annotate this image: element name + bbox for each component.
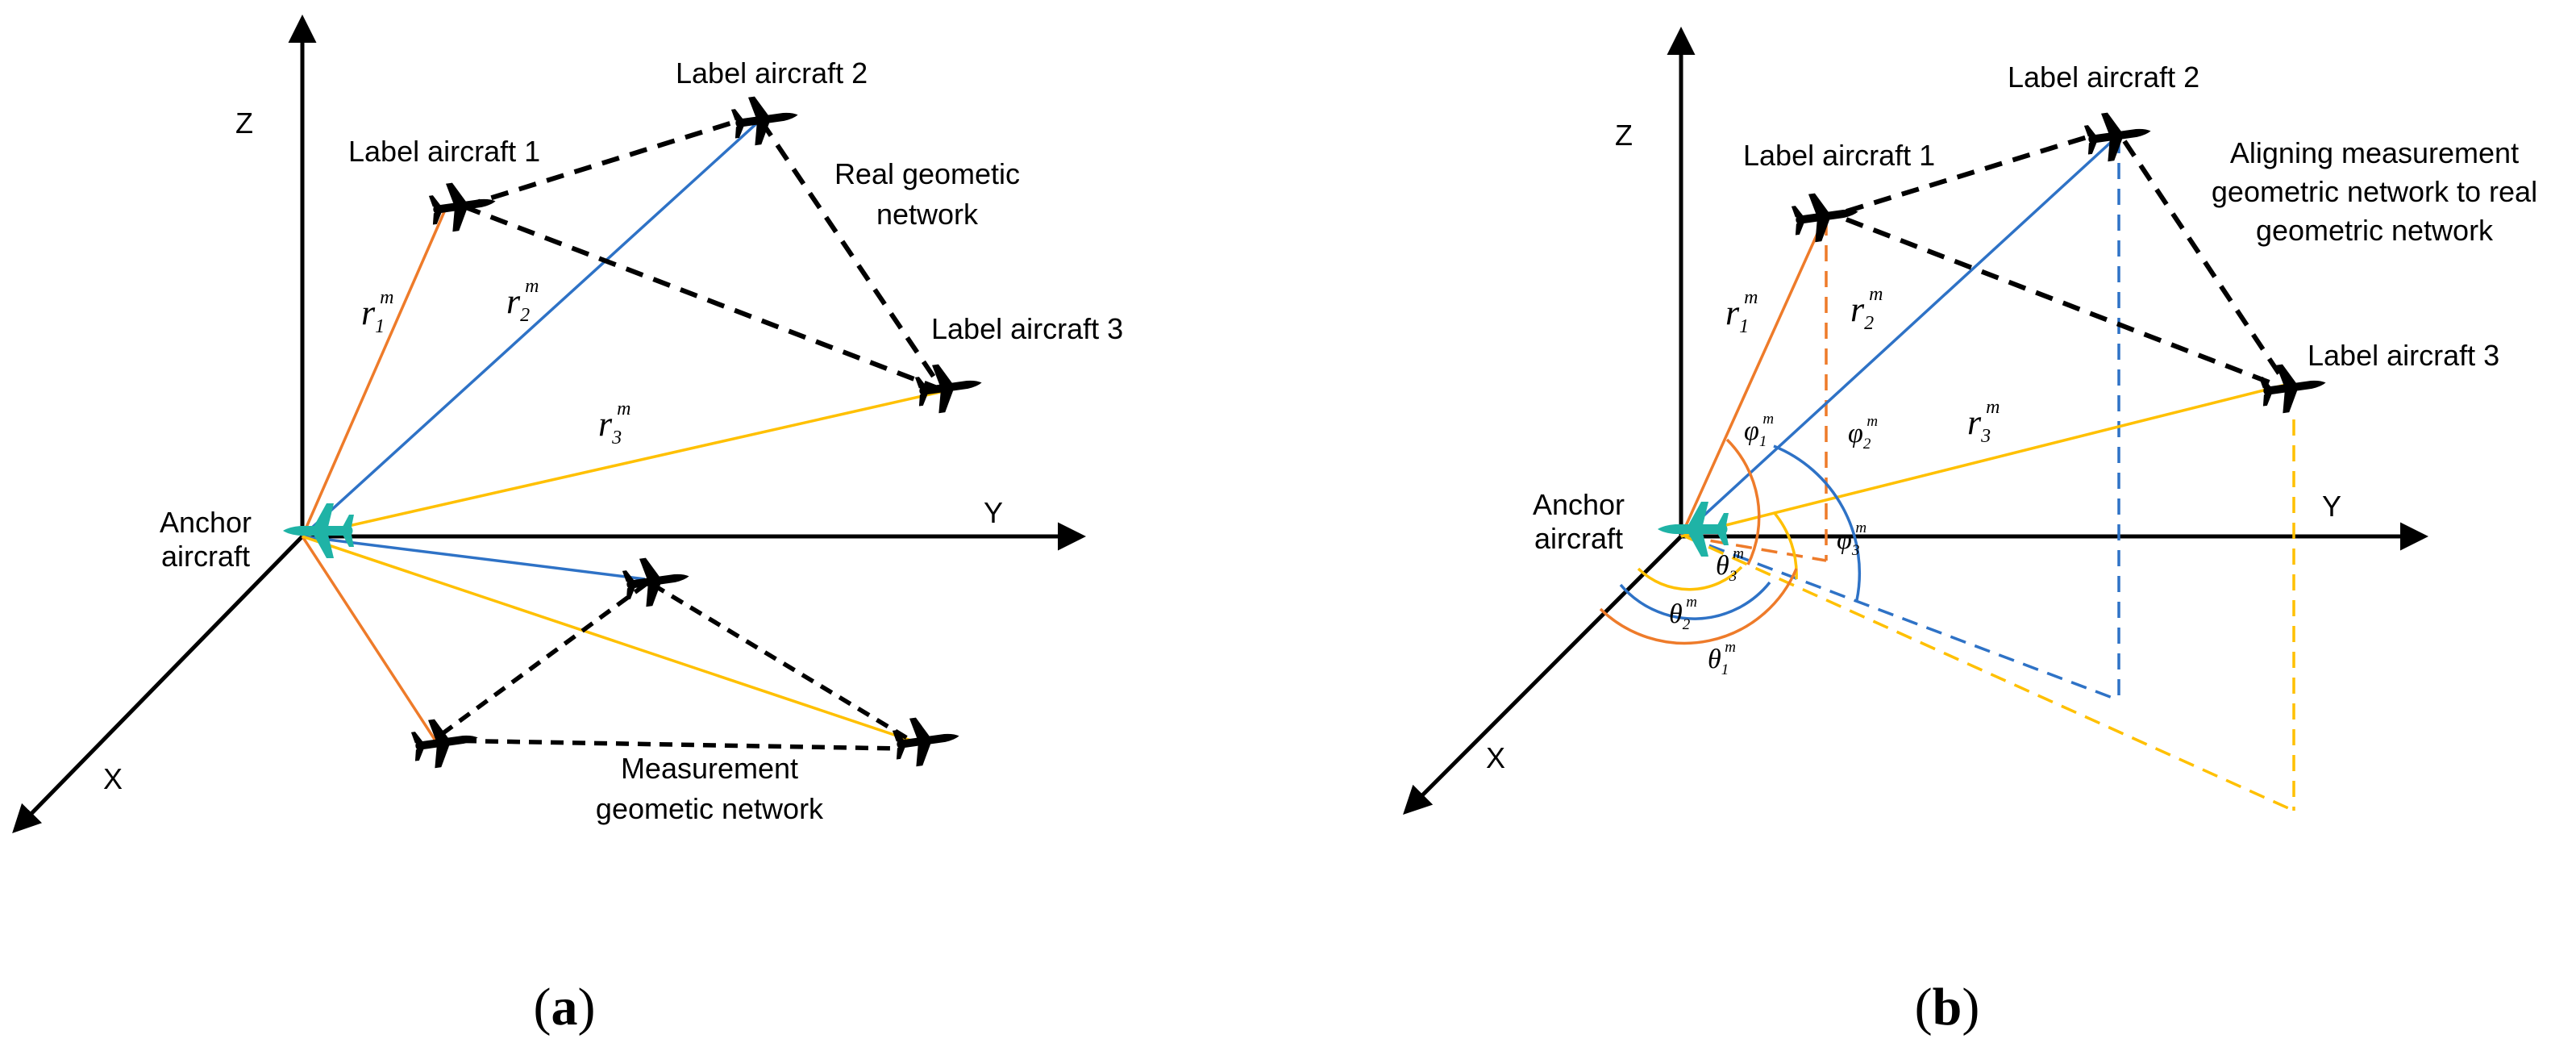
phi3-arc (1772, 511, 1798, 580)
x-axis-label: X (103, 762, 123, 795)
real-network-label: Real geometic (834, 157, 1020, 190)
measurement-network-label-2: geometic network (596, 792, 824, 825)
r3-symbol: r3m (598, 398, 630, 448)
r3-symbol-b: r3m (1967, 397, 2000, 447)
x-axis-label-b: X (1486, 741, 1505, 774)
label-aircraft-1-label-b: Label aircraft 1 (1743, 139, 1935, 172)
theta3-arc (1637, 565, 1743, 591)
theta2-arc (1619, 581, 1771, 620)
anchor-aircraft-label: Anchor (160, 506, 252, 539)
r1-symbol-b: r1m (1725, 287, 1758, 337)
measurement-network-label: Measurement (621, 752, 798, 785)
panel-b-caption: (b) (1915, 978, 1980, 1037)
align-network-label-2: geometric network to real (2212, 175, 2537, 208)
real-edge-2-3-b (2122, 140, 2284, 379)
range-line-r3-b (1680, 383, 2287, 538)
meas-line-3 (302, 535, 912, 742)
label-aircraft-2-label-b: Label aircraft 2 (2008, 60, 2199, 94)
anchor-aircraft-label-b-2: aircraft (1534, 522, 1623, 555)
phi1-symbol: φ1m (1744, 411, 1774, 450)
real-edge-1-2-b (1846, 133, 2093, 214)
phi2-symbol: φ2m (1848, 413, 1878, 453)
z-axis-label: Z (235, 106, 253, 140)
meas-edge-1-3 (441, 738, 900, 751)
theta3-symbol: θ3m (1716, 545, 1744, 585)
align-network-label: Aligning measurement (2230, 136, 2519, 169)
y-axis-label: Y (984, 496, 1003, 529)
r2-symbol-b: r2m (1850, 284, 1883, 334)
real-network-label-2: network (876, 198, 979, 231)
align-network-label-3: geometric network (2256, 214, 2494, 247)
theta2-symbol: θ2m (1669, 594, 1697, 633)
real-edge-1-3 (462, 204, 937, 390)
theta1-arc (1599, 568, 1798, 645)
x-axis-b (1403, 535, 1683, 815)
range-line-r1-b (1679, 219, 1825, 537)
r1-symbol: r1m (361, 287, 393, 337)
phi3-symbol: φ3m (1837, 519, 1866, 559)
meas-line-1 (301, 536, 437, 741)
x-axis (12, 535, 304, 834)
panel-a: Z Y X Anchor aircraft Label aircraft 1 L… (12, 15, 1123, 1037)
range-line-r2 (301, 118, 763, 538)
theta1-symbol: θ1m (1708, 639, 1736, 678)
label-aircraft-2-label: Label aircraft 2 (676, 56, 868, 90)
label-aircraft-3-label-b: Label aircraft 3 (2308, 339, 2499, 372)
label-aircraft-2-icon-b (2083, 106, 2154, 165)
meas-edge-2-3 (651, 582, 909, 740)
anchor-aircraft-label-b: Anchor (1533, 488, 1625, 521)
meas-edge-1-2 (440, 582, 647, 736)
label-aircraft-1-icon-b (1790, 187, 1862, 245)
range-line-r1 (301, 207, 447, 537)
z-axis-label-b: Z (1615, 119, 1633, 152)
phi2-arc (1773, 444, 1862, 601)
label-aircraft-3-label: Label aircraft 3 (931, 312, 1123, 345)
label-aircraft-1-label: Label aircraft 1 (348, 135, 540, 168)
phi1-arc (1725, 438, 1761, 565)
panel-a-caption: (a) (534, 978, 596, 1037)
real-edge-2-3 (759, 119, 938, 381)
y-axis-label-b: Y (2322, 490, 2341, 523)
measured-aircraft-3-icon (891, 711, 963, 770)
r2-symbol: r2m (506, 276, 539, 326)
projection-1-ground (1684, 535, 1827, 562)
projection-3-ground (1684, 535, 2295, 812)
range-line-r3 (302, 389, 948, 538)
real-edge-1-2 (463, 119, 739, 209)
meas-line-2 (302, 535, 646, 581)
real-edge-1-3-b (1845, 217, 2279, 388)
range-line-r2-b (1679, 136, 2118, 538)
anchor-aircraft-label-2: aircraft (161, 540, 250, 573)
panel-b: Z Y X Anchor aircraft Label (1403, 27, 2537, 1037)
